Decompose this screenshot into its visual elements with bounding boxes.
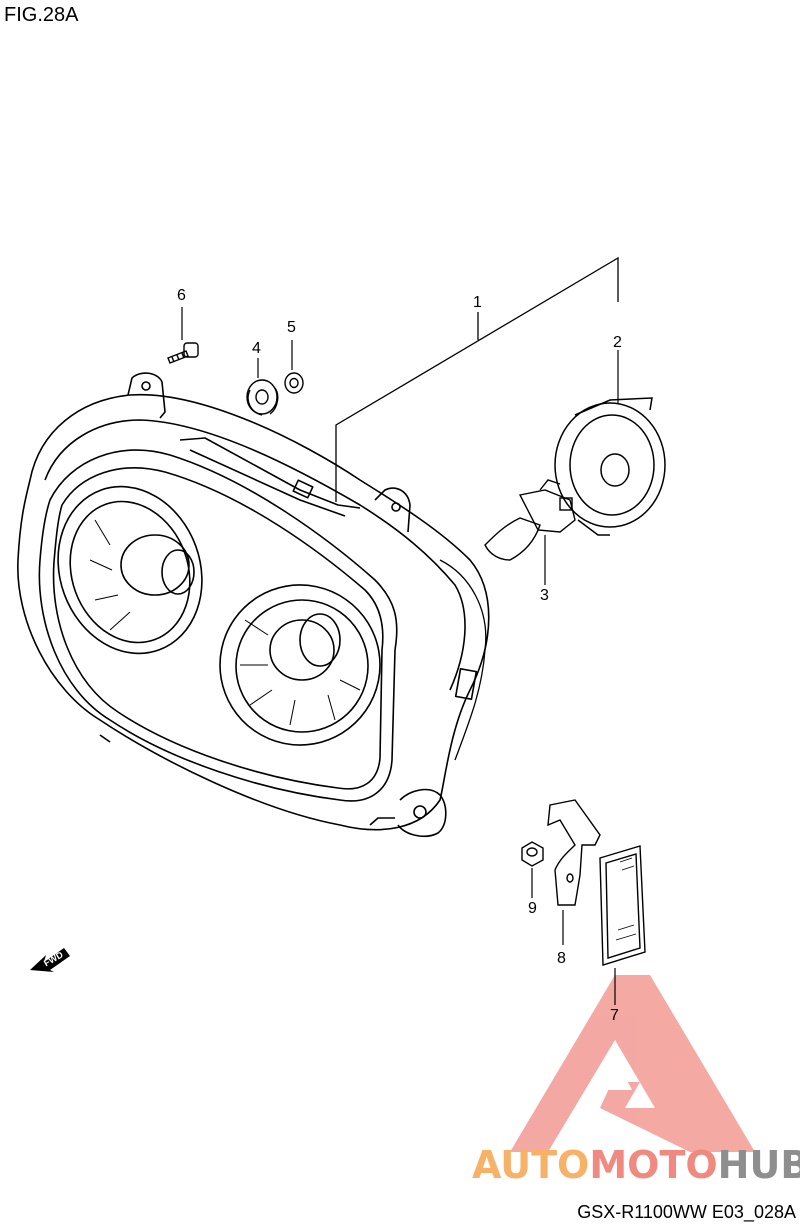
callout-6: 6 [177,287,186,304]
figure-title: FIG.28A [4,4,79,26]
watermark-text: AUTOMOTOHUB [472,1143,800,1187]
bulb-part-3 [484,479,576,585]
nut-part-9 [521,841,544,898]
reflector-part-7 [599,845,646,1005]
callout-5: 5 [287,319,296,336]
watermark-part-c: HUB [718,1143,800,1187]
model-code: GSX-R1100WW E03_028A [577,1202,796,1222]
callout-9: 9 [528,900,537,917]
watermark-logo-icon [510,975,755,1152]
callout-1: 1 [473,294,482,311]
grommet-part-4 [246,358,279,416]
watermark-part-b: MOTO [589,1143,717,1187]
headlight-assembly [17,372,490,837]
callout-7: 7 [610,1007,619,1024]
bracket-part-8 [547,799,601,945]
watermark-part-a: AUTO [472,1143,589,1187]
collar-part-5 [284,340,304,394]
forward-arrow-icon: FWD [30,948,70,972]
bolt-part-6 [167,307,199,364]
callout-2: 2 [613,334,622,351]
callout-3: 3 [540,587,549,604]
callout-8: 8 [557,950,566,967]
socket-cover-part-2 [554,350,666,536]
leader-line-1 [335,256,619,502]
callout-4: 4 [252,340,261,357]
